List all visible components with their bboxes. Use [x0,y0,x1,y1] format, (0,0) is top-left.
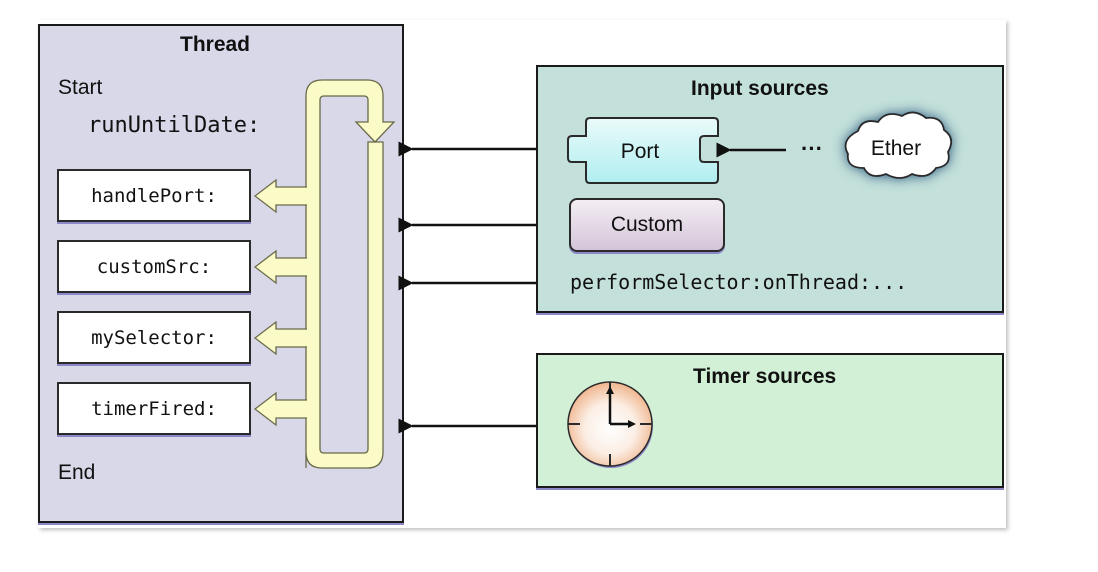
start-label: Start [58,76,103,99]
handler-handle-port: handlePort: [57,169,251,222]
input-sources-box [536,65,1004,313]
ether-label: Ether [871,137,921,160]
clock-icon [567,381,653,468]
ether-cloud-icon [844,111,953,179]
run-loop-arrow [305,79,396,469]
handler-timer-fired: timerFired: [57,382,251,435]
port-source [567,117,719,184]
thread-title: Thread [180,33,251,56]
handler-custom-src: customSrc: [57,240,251,293]
ellipsis-dots: ··· [801,136,823,161]
run-until-date-label: runUntilDate: [88,113,261,138]
dispatch-arrow-custom-src [253,249,307,285]
dispatch-arrow-handle-port [253,178,307,214]
dispatch-arrow-timer-fired [253,391,307,427]
end-label: End [58,461,96,484]
dispatch-arrows [253,178,307,427]
dispatch-arrow-my-selector [253,320,307,356]
perform-selector-label: performSelector:onThread:... [570,270,908,294]
timer-sources-title: Timer sources [693,365,837,388]
handler-my-selector: mySelector: [57,311,251,364]
custom-source: Custom [569,198,725,252]
source-arrows [398,141,536,434]
input-sources-title: Input sources [691,77,829,100]
port-label: Port [621,140,660,163]
